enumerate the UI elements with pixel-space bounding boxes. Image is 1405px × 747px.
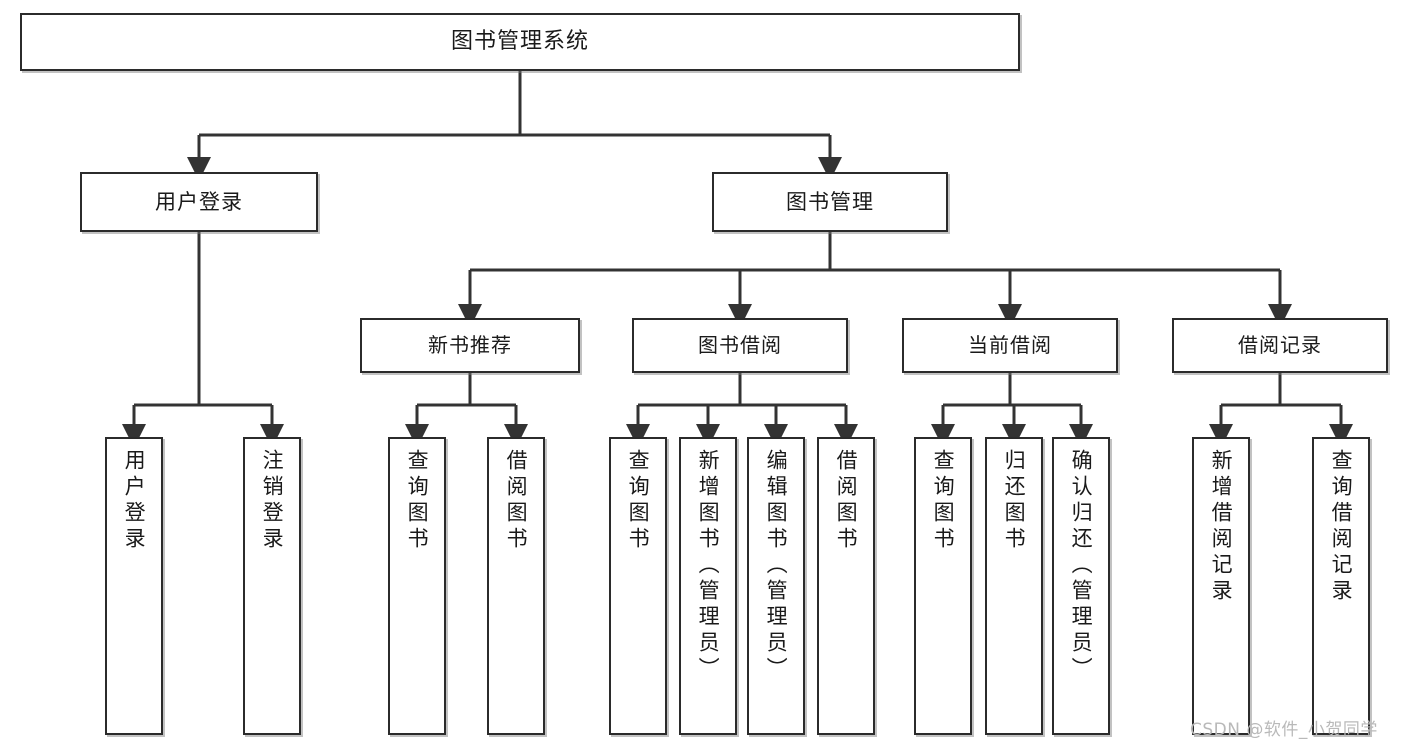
node-leaf-query-borrow-record[interactable]: 查询借阅记录 — [1312, 437, 1370, 735]
node-leaf-borrow-book-2-label: 借阅图书 — [834, 449, 859, 553]
node-borrow-record[interactable]: 借阅记录 — [1172, 318, 1388, 373]
node-book-manage[interactable]: 图书管理 — [712, 172, 948, 232]
node-leaf-query-book-2[interactable]: 查询图书 — [609, 437, 667, 735]
node-new-book-recommend-label: 新书推荐 — [428, 333, 512, 357]
node-leaf-user-login[interactable]: 用户登录 — [105, 437, 163, 735]
node-current-borrow[interactable]: 当前借阅 — [902, 318, 1118, 373]
node-leaf-add-borrow-record-label: 新增借阅记录 — [1209, 449, 1234, 605]
node-leaf-query-borrow-record-label: 查询借阅记录 — [1329, 449, 1354, 605]
node-leaf-query-book-1[interactable]: 查询图书 — [388, 437, 446, 735]
node-user-login-label: 用户登录 — [155, 189, 243, 214]
node-leaf-edit-book-admin-label: 编辑图书（管理员） — [764, 449, 789, 683]
node-leaf-query-book-2-label: 查询图书 — [626, 449, 651, 553]
node-leaf-user-logout[interactable]: 注销登录 — [243, 437, 301, 735]
node-leaf-return-book[interactable]: 归还图书 — [985, 437, 1043, 735]
node-new-book-recommend[interactable]: 新书推荐 — [360, 318, 580, 373]
node-leaf-edit-book-admin[interactable]: 编辑图书（管理员） — [747, 437, 805, 735]
node-leaf-query-book-1-label: 查询图书 — [405, 449, 430, 553]
node-leaf-confirm-return-admin-label: 确认归还（管理员） — [1069, 449, 1094, 683]
node-root-label: 图书管理系统 — [450, 29, 589, 55]
node-book-borrow[interactable]: 图书借阅 — [632, 318, 848, 373]
node-borrow-record-label: 借阅记录 — [1238, 333, 1322, 357]
node-leaf-confirm-return-admin[interactable]: 确认归还（管理员） — [1052, 437, 1110, 735]
node-leaf-borrow-book-2[interactable]: 借阅图书 — [817, 437, 875, 735]
node-leaf-add-book-admin[interactable]: 新增图书（管理员） — [679, 437, 737, 735]
node-current-borrow-label: 当前借阅 — [968, 333, 1052, 357]
node-book-manage-label: 图书管理 — [786, 189, 874, 214]
node-leaf-borrow-book-1[interactable]: 借阅图书 — [487, 437, 545, 735]
node-leaf-user-logout-label: 注销登录 — [260, 449, 285, 553]
node-leaf-user-login-label: 用户登录 — [122, 449, 147, 553]
node-leaf-query-book-3-label: 查询图书 — [931, 449, 956, 553]
node-book-borrow-label: 图书借阅 — [698, 333, 782, 357]
node-leaf-add-book-admin-label: 新增图书（管理员） — [696, 449, 721, 683]
node-leaf-borrow-book-1-label: 借阅图书 — [504, 449, 529, 553]
node-user-login[interactable]: 用户登录 — [80, 172, 318, 232]
node-root[interactable]: 图书管理系统 — [20, 13, 1020, 71]
node-leaf-return-book-label: 归还图书 — [1002, 449, 1027, 553]
node-leaf-add-borrow-record[interactable]: 新增借阅记录 — [1192, 437, 1250, 735]
node-leaf-query-book-3[interactable]: 查询图书 — [914, 437, 972, 735]
